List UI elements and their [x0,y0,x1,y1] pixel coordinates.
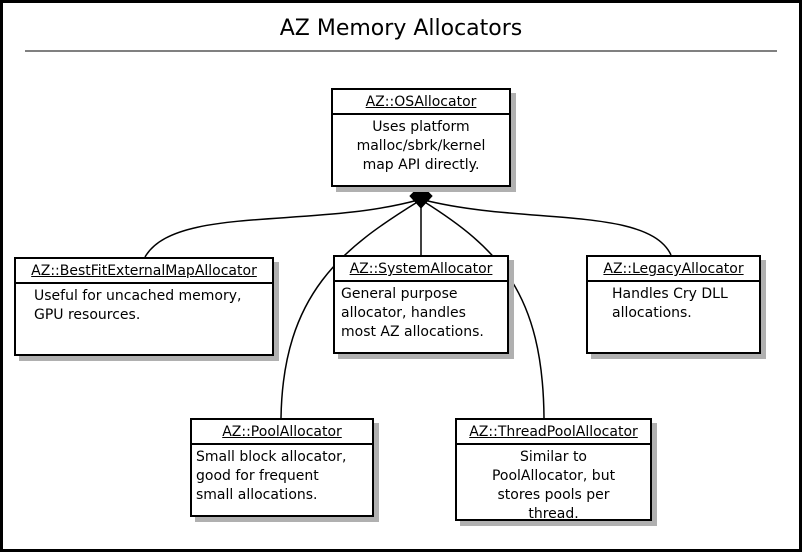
edge-os-legacy [423,199,672,256]
node-bestfit-title: AZ::BestFitExternalMapAllocator [16,259,272,284]
edge-os-pool [280,200,420,419]
node-system-title: AZ::SystemAllocator [335,257,507,282]
node-pool-allocator[interactable]: AZ::PoolAllocator Small block allocator,… [190,418,374,517]
edges-layer [144,184,672,419]
node-legacy-title: AZ::LegacyAllocator [588,257,759,282]
node-os-allocator-title: AZ::OSAllocator [333,90,509,115]
title-divider [25,50,777,52]
node-bestfit-external-map-allocator[interactable]: AZ::BestFitExternalMapAllocator Useful f… [14,257,274,356]
edge-os-bestfit [144,199,419,258]
diagram-title: AZ Memory Allocators [279,16,523,41]
node-threadpool-title: AZ::ThreadPoolAllocator [457,420,650,445]
composition-diamond-icon [409,184,433,209]
node-bestfit-body: Useful for uncached memory,GPU resources… [34,288,242,323]
edge-os-threadpool [422,200,545,419]
node-pool-title: AZ::PoolAllocator [192,420,372,445]
